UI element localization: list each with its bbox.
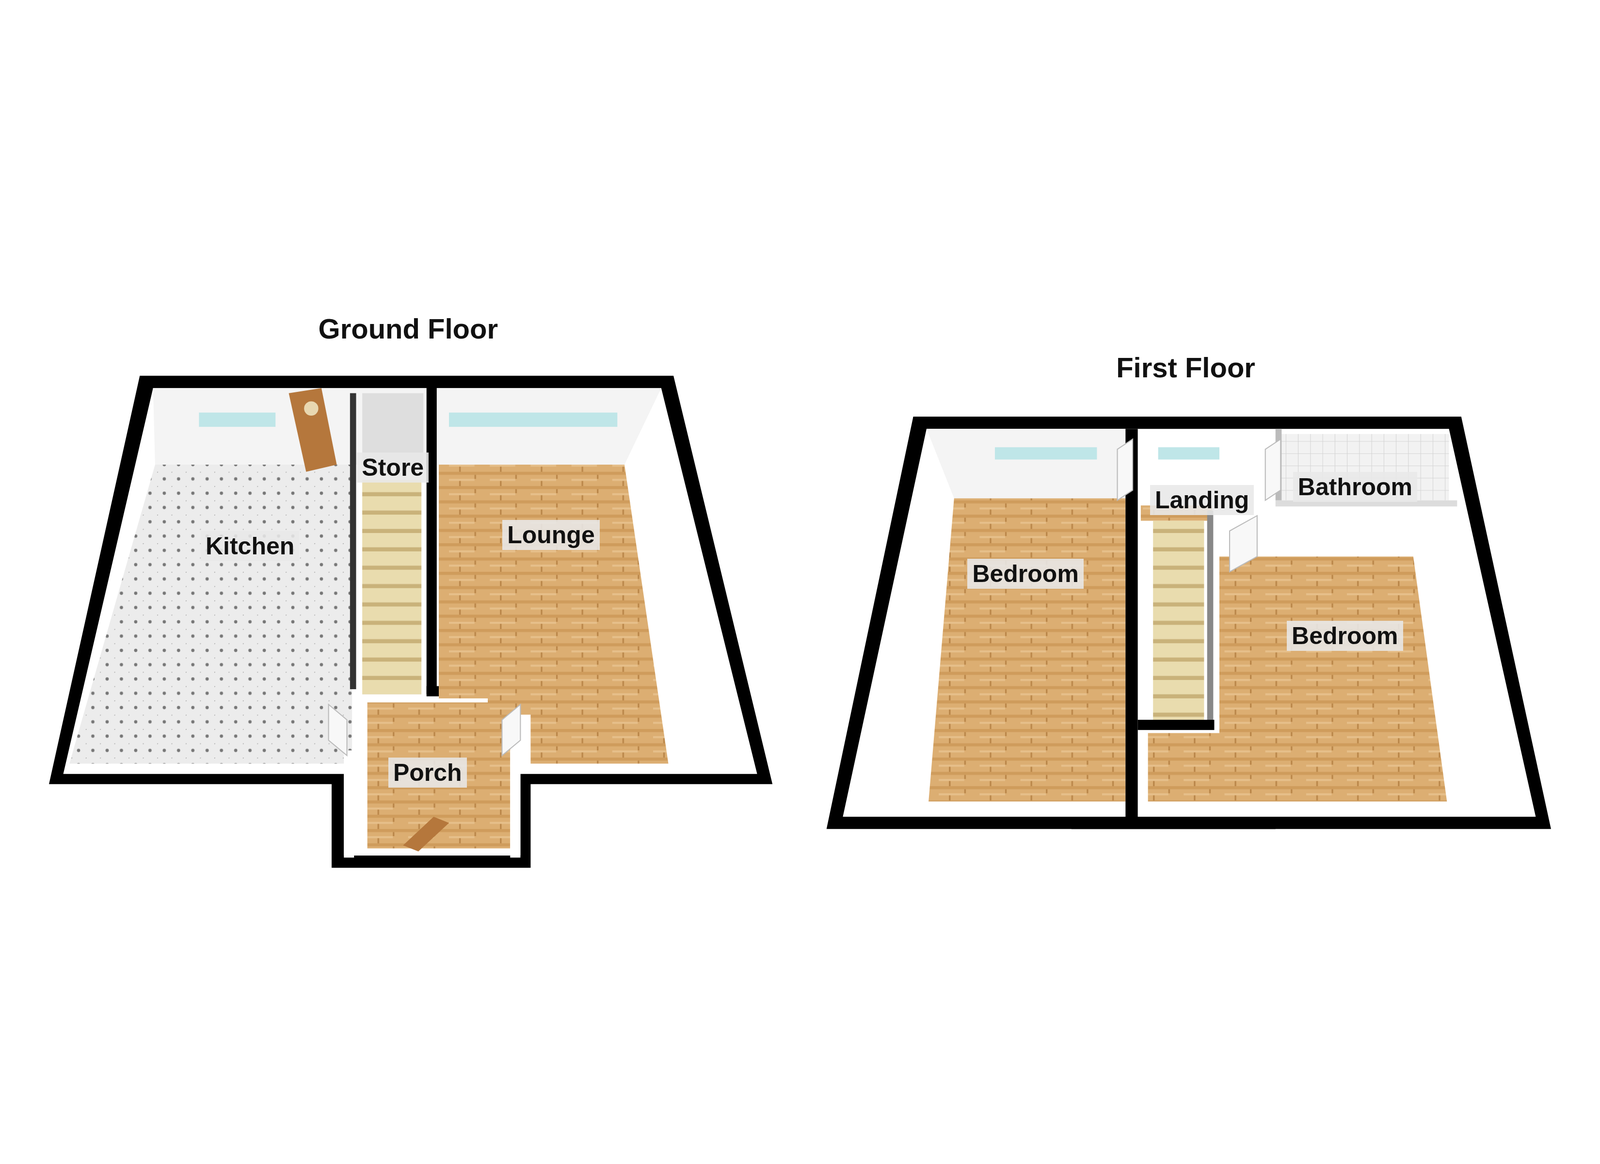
floor-plan: First FloorBedroom Landing BathroomBedroom xyxy=(816,341,1562,842)
room-name: Porch xyxy=(393,758,463,787)
room-name: Bedroom xyxy=(972,559,1079,588)
floor-heading: First Floor xyxy=(1116,351,1256,384)
room-label: Kitchen xyxy=(200,530,300,561)
room-name: Bathroom xyxy=(1297,472,1413,501)
room-name: Store xyxy=(361,453,424,482)
room-label: Bedroom xyxy=(1286,620,1403,651)
room-name: Kitchen xyxy=(205,531,295,560)
room-name: Landing xyxy=(1154,485,1249,514)
room-name: Bedroom xyxy=(1291,621,1398,650)
room-label: Landing xyxy=(1150,484,1254,515)
floor-plan: Ground FloorKitchen StoreLoungePorch xyxy=(40,301,786,873)
room-label: Lounge xyxy=(502,519,600,550)
room-label: Porch xyxy=(388,757,467,788)
floor-heading: Ground Floor xyxy=(318,312,499,345)
room-name: Lounge xyxy=(507,520,595,549)
room-label: Bathroom xyxy=(1293,471,1418,502)
room-label: Store xyxy=(356,452,429,483)
room-label: Bedroom xyxy=(967,558,1084,589)
